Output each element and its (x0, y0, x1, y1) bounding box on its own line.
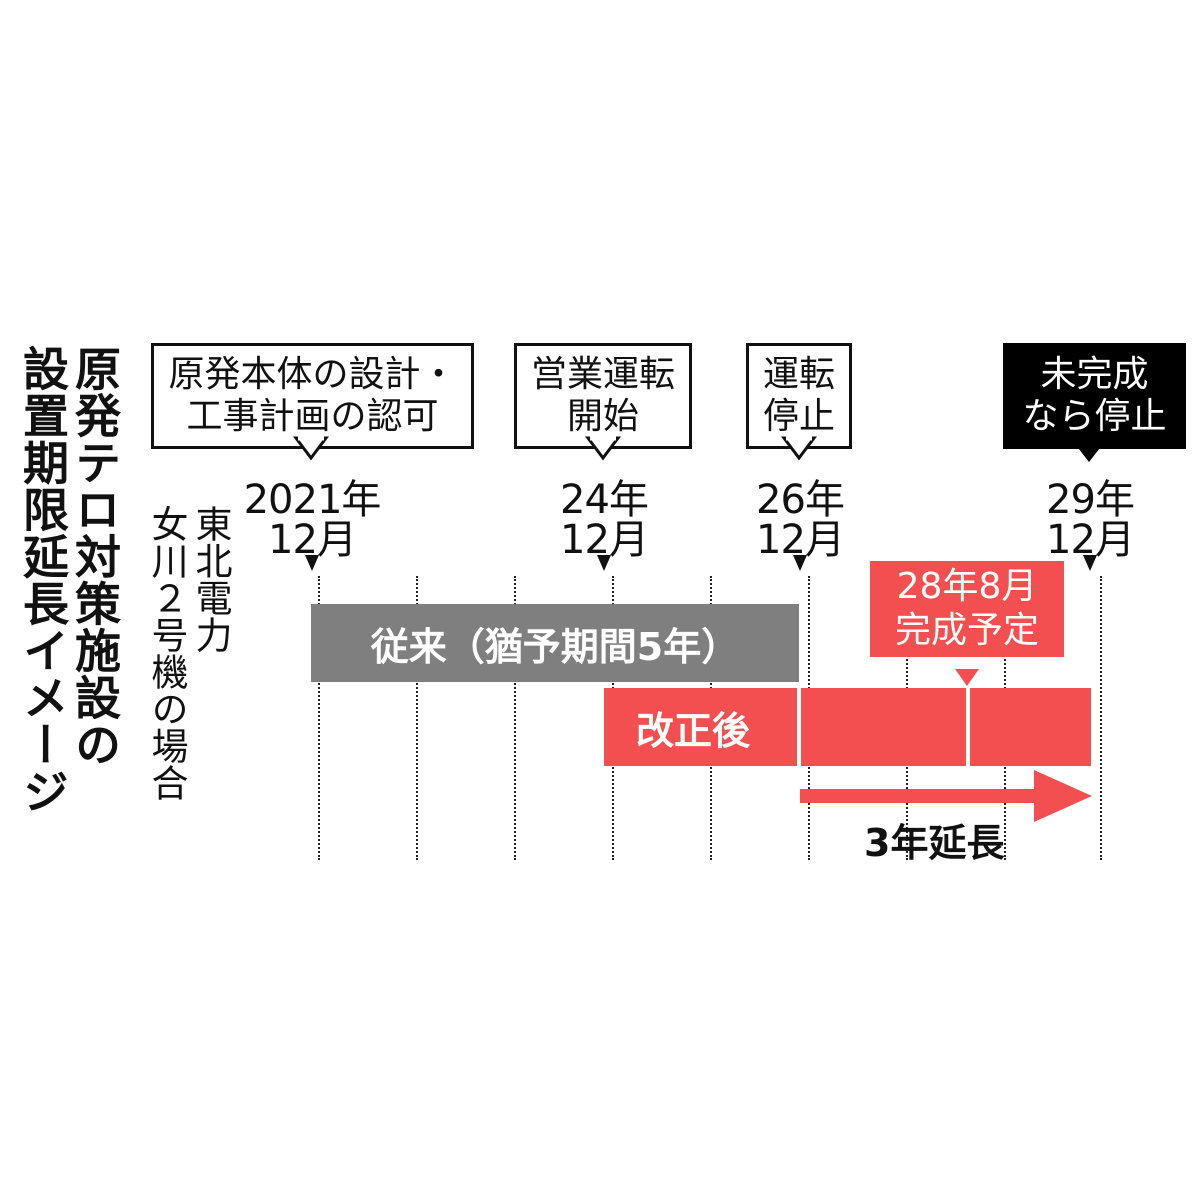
tick-26 (793, 555, 807, 571)
date-29-12: 29年 12月 (1010, 480, 1170, 560)
callout-text: 停止 (762, 396, 835, 437)
date-month: 12月 (1046, 517, 1135, 563)
year-guide (1100, 576, 1102, 860)
callout-text: 運転 (762, 354, 835, 395)
date-year: 26年 (756, 477, 845, 523)
date-26-12: 26年 12月 (720, 480, 880, 560)
diagram-title-line1: 原発テロ対策施設の (68, 345, 122, 768)
date-month: 12月 (756, 517, 845, 563)
callout-text: 原発本体の設計・ (168, 354, 457, 395)
milestone-callout-operation-stop: 運転 停止 (746, 343, 852, 449)
bar-revised: 改正後 (604, 688, 1091, 766)
completion-date: 28年8月 (896, 566, 1038, 607)
bar-revised-label: 改正後 (636, 708, 751, 753)
tick-24 (597, 555, 611, 571)
callout-text: 工事計画の認可 (186, 396, 439, 437)
year-guide (514, 576, 516, 860)
date-year: 29年 (1046, 477, 1135, 523)
date-year: 2021年 (243, 477, 382, 523)
tick-29 (1083, 555, 1097, 571)
milestone-callout-stop-if-incomplete: 未完成 なら停止 (1003, 343, 1186, 449)
callout-text: 営業運転 (530, 354, 675, 395)
bar-previous-label: 従来（猶予期間5年） (370, 624, 740, 669)
diagram-title-line2: 設置期限延長イメージ (16, 345, 70, 815)
completion-tag: 28年8月 完成予定 (870, 561, 1064, 657)
date-month: 12月 (268, 517, 357, 563)
bar-divider (966, 688, 970, 766)
date-2021-12: 2021年 12月 (232, 480, 392, 560)
callout-text: 開始 (566, 396, 639, 437)
date-24-12: 24年 12月 (524, 480, 684, 560)
callout-text: 未完成 (1040, 354, 1149, 395)
milestone-callout-operation-start: 営業運転 開始 (514, 343, 692, 449)
year-guide (318, 576, 320, 860)
bar-divider (797, 688, 801, 766)
completion-label: 完成予定 (894, 610, 1039, 651)
bar-previous-period: 従来（猶予期間5年） (311, 604, 799, 682)
tick-2021 (305, 555, 319, 571)
subtitle-line2: 女川２号機の場合 (145, 505, 188, 801)
milestone-callout-approval: 原発本体の設計・ 工事計画の認可 (151, 343, 474, 449)
extension-label: 3年延長 (864, 821, 1005, 865)
date-month: 12月 (560, 517, 649, 563)
year-guide (416, 576, 418, 860)
date-year: 24年 (560, 477, 649, 523)
subtitle-line1: 東北電力 (189, 505, 232, 653)
callout-text: なら停止 (1022, 396, 1167, 437)
